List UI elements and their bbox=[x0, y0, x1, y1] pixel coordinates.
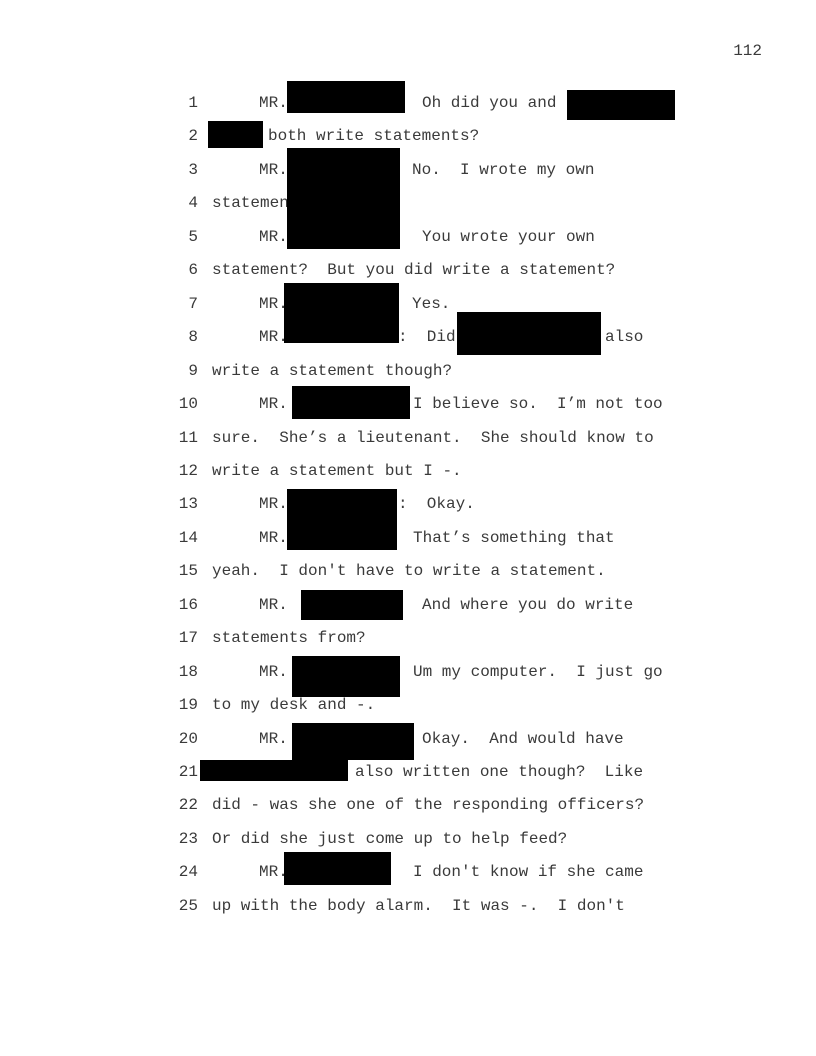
redaction-box bbox=[567, 90, 675, 120]
line-number: 5 bbox=[188, 227, 198, 246]
line-number: 23 bbox=[178, 829, 198, 848]
transcript-text: write a statement but I -. bbox=[212, 461, 462, 480]
redaction-box bbox=[287, 81, 405, 113]
line-number: 11 bbox=[178, 428, 198, 447]
line-number: 9 bbox=[188, 361, 198, 380]
line-number: 13 bbox=[178, 495, 198, 514]
transcript-text: MR. bbox=[259, 227, 288, 246]
line-number: 16 bbox=[178, 595, 198, 614]
redaction-box bbox=[301, 590, 403, 620]
transcript-text: Or did she just come up to help feed? bbox=[212, 829, 568, 848]
transcript-text: Um my computer. I just go bbox=[413, 662, 663, 681]
transcript-text: : Okay. bbox=[398, 495, 475, 514]
transcript-text: MR. bbox=[259, 328, 288, 347]
line-number: 24 bbox=[178, 863, 198, 882]
line-number: 20 bbox=[178, 729, 198, 748]
redaction-box bbox=[208, 121, 263, 148]
transcript-text: also written one though? Like bbox=[355, 763, 644, 781]
transcript-text: both write statements? bbox=[268, 127, 480, 146]
transcript-text: up with the body alarm. It was -. I don'… bbox=[212, 896, 625, 915]
transcript-text: sure. She’s a lieutenant. She should kno… bbox=[212, 428, 654, 447]
transcript-text: MR. bbox=[259, 662, 288, 681]
redaction-box bbox=[292, 386, 410, 419]
redaction-box bbox=[287, 489, 397, 550]
line-number: 3 bbox=[188, 160, 198, 179]
redaction-box bbox=[284, 283, 399, 343]
line-number: 22 bbox=[178, 796, 198, 815]
line-number: 21 bbox=[178, 763, 198, 781]
line-number: 8 bbox=[188, 328, 198, 347]
transcript-text: MR. bbox=[259, 595, 288, 614]
line-number: 2 bbox=[188, 127, 198, 146]
transcript-text: statements from? bbox=[212, 629, 366, 648]
line-number: 18 bbox=[178, 662, 198, 681]
transcript-text: also bbox=[605, 328, 644, 347]
transcript-text: MR. bbox=[259, 395, 288, 414]
line-number: 14 bbox=[178, 528, 198, 547]
transcript-text: Okay. And would have bbox=[422, 729, 624, 748]
transcript-text: Yes. bbox=[412, 294, 451, 313]
redaction-box bbox=[200, 760, 348, 781]
line-number: 1 bbox=[188, 94, 198, 112]
line-number: 12 bbox=[178, 461, 198, 480]
transcript-text: I don't know if she came bbox=[413, 863, 644, 882]
page-number: 112 bbox=[733, 42, 762, 60]
transcript-text: MR. bbox=[259, 160, 288, 179]
transcript-text: statemen bbox=[212, 194, 289, 213]
line-number: 17 bbox=[178, 629, 198, 648]
transcript-text: MR. bbox=[259, 863, 288, 882]
transcript-text: yeah. I don't have to write a statement. bbox=[212, 562, 606, 581]
line-number: 15 bbox=[178, 562, 198, 581]
redaction-box bbox=[292, 723, 414, 760]
transcript-text: Oh did you and bbox=[422, 94, 557, 112]
transcript-text: I believe so. I’m not too bbox=[413, 395, 663, 414]
transcript-text: write a statement though? bbox=[212, 361, 453, 380]
transcript-text: You wrote your own bbox=[422, 227, 595, 246]
transcript-text: MR. bbox=[259, 528, 288, 547]
line-number: 4 bbox=[188, 194, 198, 213]
line-number: 7 bbox=[188, 294, 198, 313]
line-number: 19 bbox=[178, 696, 198, 715]
transcript-text: to my desk and -. bbox=[212, 696, 376, 715]
redaction-box bbox=[287, 148, 400, 249]
transcript-text: : Did bbox=[398, 328, 456, 347]
transcript-text: MR. bbox=[259, 729, 288, 748]
transcript-text: MR. bbox=[259, 495, 288, 514]
transcript-text: No. I wrote my own bbox=[412, 160, 595, 179]
transcript-text: And where you do write bbox=[422, 595, 634, 614]
transcript-text: did - was she one of the responding offi… bbox=[212, 796, 645, 815]
transcript-text: statement? But you did write a statement… bbox=[212, 261, 616, 280]
redaction-box bbox=[457, 312, 601, 355]
transcript-text: MR. bbox=[259, 94, 288, 112]
line-number: 10 bbox=[178, 395, 198, 414]
line-number: 25 bbox=[178, 896, 198, 915]
line-number: 6 bbox=[188, 261, 198, 280]
redaction-box bbox=[284, 852, 391, 885]
transcript-text: That’s something that bbox=[413, 528, 615, 547]
redaction-box bbox=[292, 656, 400, 697]
transcript-text: MR. bbox=[259, 294, 288, 313]
